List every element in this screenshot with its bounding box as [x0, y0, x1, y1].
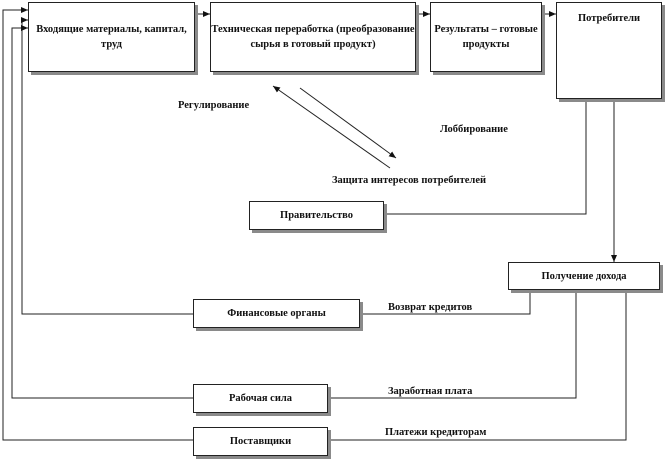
line-consumers-to-government	[384, 99, 587, 215]
arrow-protection	[299, 87, 397, 159]
node-income: Получение дохода	[508, 262, 660, 290]
label-wages: Заработная плата	[388, 386, 473, 397]
node-processing: Техническая переработка (преобразование …	[210, 2, 416, 72]
node-finance: Финансовые органы	[193, 299, 360, 328]
line-income-to-labor	[328, 290, 577, 399]
node-suppliers: Поставщики	[193, 427, 328, 456]
line-finance-to-inputs	[21, 17, 193, 315]
node-inputs: Входящие материалы, капитал, труд	[28, 2, 195, 72]
label-consumer-protection: Защита интересов потребителей	[332, 175, 487, 186]
line-income-to-suppliers	[328, 290, 627, 441]
node-government: Правительство	[249, 201, 384, 230]
node-consumers: Потребители	[556, 2, 662, 99]
label-regulation: Регулирование	[178, 100, 250, 111]
label-loan-repayment: Возврат кредитов	[388, 302, 473, 313]
arrow-regulation	[272, 85, 391, 169]
line-labor-to-inputs	[11, 25, 193, 399]
label-creditor-payments: Платежи кредиторам	[385, 427, 487, 438]
line-suppliers-to-inputs	[2, 7, 193, 441]
node-results: Результаты – готовые продукты	[430, 2, 542, 72]
node-labor: Рабочая сила	[193, 384, 328, 413]
label-lobbying: Лоббирование	[440, 124, 508, 135]
line-income-to-finance	[360, 290, 531, 315]
